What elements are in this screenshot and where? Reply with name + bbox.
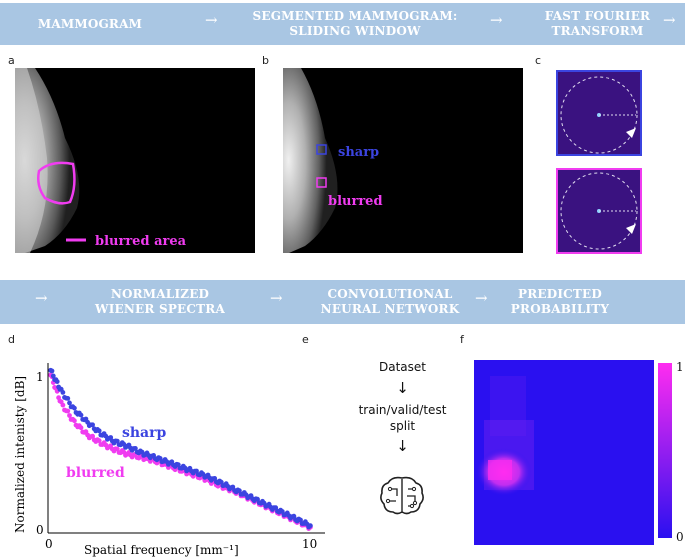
arrow-right-icon: → — [663, 11, 676, 29]
data-point-sharp — [72, 405, 77, 411]
data-point-sharp — [273, 505, 279, 511]
data-point-sharp — [237, 488, 242, 494]
data-point-blurred — [60, 402, 66, 408]
data-point-blurred — [96, 438, 102, 444]
step-predicted-probability: PREDICTED PROBABILITY — [510, 287, 610, 316]
panel-b-segmented: sharp blurred — [283, 68, 523, 253]
brain-network-icon — [380, 476, 424, 515]
arrow-right-icon: → — [35, 289, 48, 307]
x-tick-2: 10 — [302, 537, 317, 551]
data-point-sharp — [50, 373, 56, 379]
panel-d-chart: 0 1 0 10 Spatial frequency [mm⁻¹] Normal… — [13, 363, 325, 557]
panel-a-mammogram: blurred area — [15, 68, 255, 253]
dataset-label: Dataset — [379, 360, 426, 374]
arrow-down-icon: ↓ — [396, 437, 409, 455]
arc-arrow-icon — [626, 224, 636, 234]
step-segmented-mammogram: SEGMENTED MAMMOGRAM: SLIDING WINDOW — [252, 9, 458, 38]
data-point-blurred — [78, 425, 84, 431]
pipeline-band-bottom — [0, 280, 685, 324]
arrow-down-icon: ↓ — [396, 379, 409, 397]
step-wiener-spectra: NORMALIZED WIENER SPECTRA — [95, 287, 225, 316]
colorbar-max-label: 1 — [676, 360, 684, 374]
arrow-right-icon: → — [205, 11, 218, 29]
panel-c-fft-sharp — [556, 70, 642, 156]
panel-letter-c: c — [535, 54, 542, 67]
data-point-sharp — [60, 390, 66, 395]
legend-blurred-area: blurred area — [95, 234, 187, 249]
data-point-sharp — [298, 517, 303, 523]
x-axis-label: Spatial frequency [mm⁻¹] — [84, 543, 239, 557]
data-point-sharp — [255, 496, 260, 502]
y-tick-2: 1 — [36, 370, 44, 384]
x-tick-1: 0 — [45, 537, 53, 551]
panel-f-heatmap — [474, 360, 654, 545]
step-fft: FAST FOURIER TRANSFORM — [544, 9, 651, 38]
blurred-area-outline — [37, 161, 76, 205]
y-tick-1: 0 — [36, 523, 44, 537]
panel-e-flow: Dataset ↓ train/valid/test split ↓ — [350, 360, 455, 458]
panel-letter-a: a — [8, 54, 15, 67]
series-label-sharp: sharp — [122, 425, 167, 441]
colorbar-min-label: 0 — [676, 530, 684, 544]
arc-arrow-icon — [626, 128, 636, 138]
step-mammogram: MAMMOGRAM — [37, 17, 143, 31]
arrow-right-icon: → — [270, 289, 283, 307]
split-label-line2: split — [389, 419, 416, 433]
split-label-line1: train/valid/test — [358, 403, 447, 417]
y-axis-label: Normalized intenisty [dB] — [13, 376, 27, 533]
panel-letter-f: f — [460, 333, 464, 346]
blurred-label: blurred — [328, 194, 383, 209]
data-point-blurred — [65, 408, 71, 414]
data-point-blurred — [67, 413, 72, 418]
data-point-blurred — [72, 418, 77, 424]
data-point-sharp — [49, 368, 55, 374]
data-point-sharp — [78, 412, 84, 418]
blurred-window — [316, 177, 327, 188]
arrow-right-icon: → — [475, 289, 488, 307]
step-cnn: CONVOLUTIONAL NEURAL NETWORK — [320, 287, 460, 316]
data-point-sharp — [67, 400, 72, 406]
panel-letter-e: e — [302, 333, 309, 346]
series-label-blurred: blurred — [66, 465, 125, 481]
data-point-blurred — [90, 433, 95, 439]
data-point-sharp — [133, 446, 138, 451]
arrow-right-icon: → — [490, 11, 503, 29]
breast-tissue — [283, 68, 338, 253]
data-point-sharp — [96, 428, 102, 434]
colorbar — [658, 363, 672, 538]
data-point-sharp — [90, 422, 95, 428]
pipeline-band-top — [0, 3, 685, 45]
sharp-label: sharp — [338, 145, 379, 160]
panel-letter-d: d — [8, 333, 15, 346]
data-point-sharp — [65, 396, 71, 401]
sharp-window — [316, 144, 327, 155]
data-point-sharp — [308, 523, 313, 529]
panel-c-fft-blurred — [556, 168, 642, 254]
data-point-sharp — [54, 379, 60, 384]
panel-letter-b: b — [262, 54, 269, 67]
